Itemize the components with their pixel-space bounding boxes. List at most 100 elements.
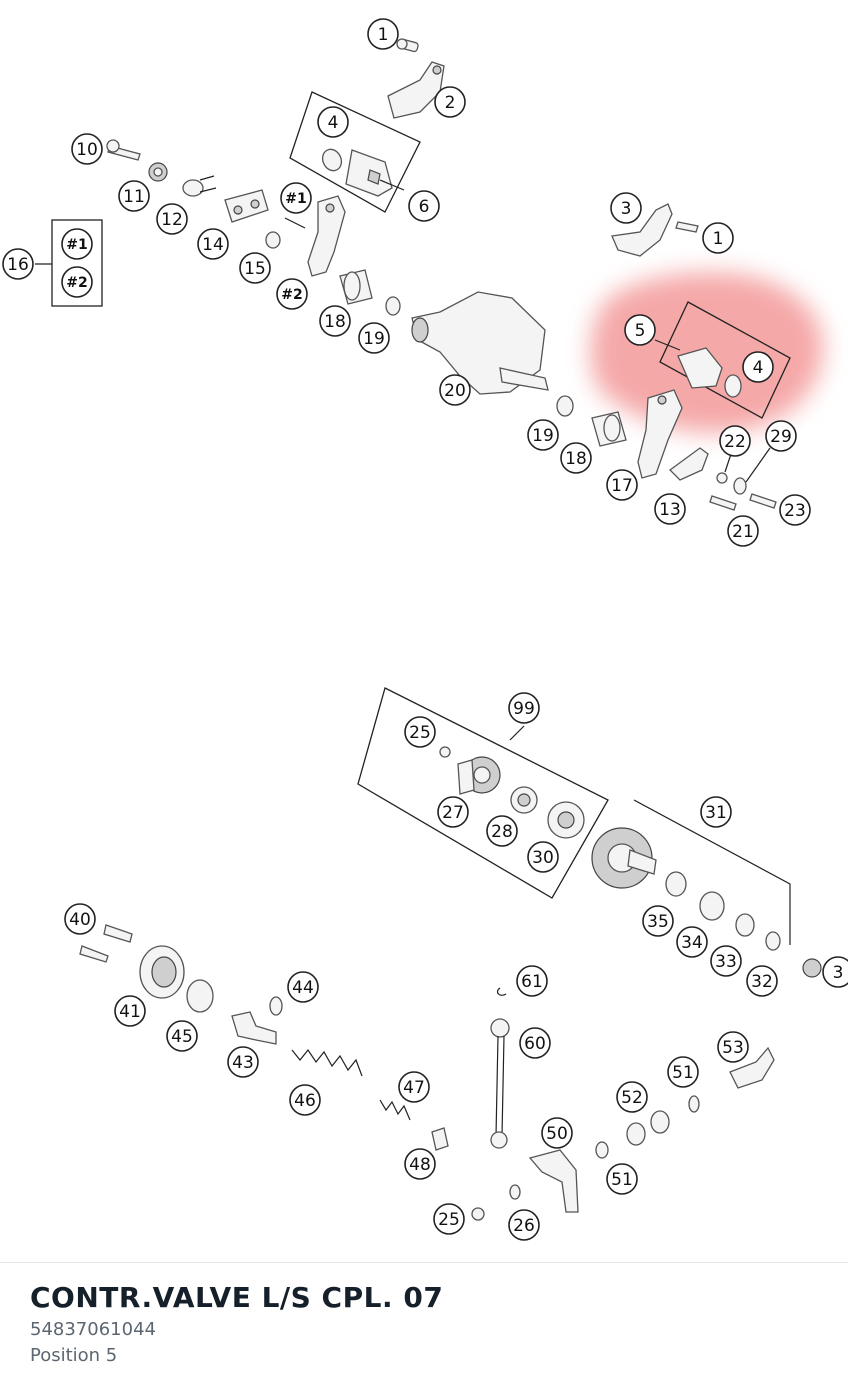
part-number: 54837061044 [30,1319,156,1340]
callout-label: 20 [444,381,466,401]
callout-18: 18 [319,305,351,337]
callout-50: 50 [541,1117,573,1149]
callout-51: 51 [606,1163,638,1195]
callout-6: 6 [408,190,440,222]
callout-label: 52 [621,1088,643,1108]
lower-assembly-parts [79,687,822,1221]
callout-31: 31 [700,796,732,828]
callout-label: 23 [784,501,806,521]
callout-h1: #1 [61,228,93,260]
callout-19: 19 [358,322,390,354]
callout-35: 35 [642,905,674,937]
callout-h2: #2 [61,266,93,298]
callout-17: 17 [606,469,638,501]
callout-45: 45 [166,1020,198,1052]
callout-12: 12 [156,203,188,235]
callout-label: 25 [438,1210,460,1230]
upper-leader-lines [35,179,771,483]
callout-label: 6 [419,197,430,217]
callout-label: 17 [611,476,633,496]
callout-label: 25 [409,723,431,743]
callout-60: 60 [519,1027,551,1059]
callout-markers: 124610111214#115#216#1#21819203154191817… [2,18,848,1241]
callout-30: 30 [527,841,559,873]
callout-label: 22 [724,432,746,452]
callout-label: 26 [513,1216,535,1236]
callout-label: 5 [635,321,646,341]
callout-label: 60 [524,1034,546,1054]
callout-3: 3 [822,956,848,988]
callout-4: 4 [742,351,774,383]
callout-label: 14 [202,235,224,255]
callout-46: 46 [289,1084,321,1116]
callout-h2: #2 [276,278,308,310]
callout-label: 30 [532,848,554,868]
callout-26: 26 [508,1209,540,1241]
callout-label: 53 [722,1038,744,1058]
callout-label: 11 [123,187,145,207]
callout-label: 21 [732,522,754,542]
callout-33: 33 [710,945,742,977]
callout-label: 3 [833,963,844,983]
callout-53: 53 [717,1031,749,1063]
callout-18: 18 [560,442,592,474]
callout-label: 19 [532,426,554,446]
callout-label: 2 [445,93,456,113]
callout-28: 28 [486,815,518,847]
callout-34: 34 [676,926,708,958]
callout-label: #2 [281,287,302,303]
callout-label: 50 [546,1124,568,1144]
exploded-parts-diagram: 124610111214#115#216#1#21819203154191817… [2,18,848,1241]
callout-label: 44 [292,978,314,998]
callout-label: 47 [403,1078,425,1098]
callout-label: 12 [161,210,183,230]
callout-label: 35 [647,912,669,932]
callout-label: 4 [753,358,764,378]
callout-label: 31 [705,803,727,823]
callout-15: 15 [239,252,271,284]
callout-52: 52 [616,1081,648,1113]
callout-label: 33 [715,952,737,972]
callout-label: 18 [565,449,587,469]
callout-label: 40 [69,910,91,930]
callout-label: 1 [713,229,724,249]
callout-label: 18 [324,312,346,332]
callout-label: 46 [294,1091,316,1111]
callout-label: 15 [244,259,266,279]
callout-27: 27 [437,796,469,828]
callout-43: 43 [227,1046,259,1078]
callout-41: 41 [114,995,146,1027]
callout-29: 29 [765,420,797,452]
callout-2: 2 [434,86,466,118]
callout-40: 40 [64,903,96,935]
callout-51: 51 [667,1056,699,1088]
callout-label: #1 [285,191,306,207]
callout-22: 22 [719,425,751,457]
callout-label: 4 [328,113,339,133]
callout-10: 10 [71,133,103,165]
callout-label: 99 [513,699,535,719]
callout-label: 19 [363,329,385,349]
callout-label: 51 [672,1063,694,1083]
callout-label: 43 [232,1053,254,1073]
callout-label: 1 [378,25,389,45]
callout-4: 4 [317,106,349,138]
callout-label: 32 [751,972,773,992]
callout-h1: #1 [280,182,312,214]
part-position: Position 5 [30,1345,118,1366]
callout-25: 25 [433,1203,465,1235]
upper-assembly-parts [51,38,791,511]
part-title: CONTR.VALVE L/S CPL. 07 [30,1281,444,1314]
part-info-panel: CONTR.VALVE L/S CPL. 07 54837061044 Posi… [0,1262,848,1391]
callout-11: 11 [118,180,150,212]
callout-label: 16 [7,255,29,275]
callout-label: 61 [521,972,543,992]
callout-label: 27 [442,803,464,823]
callout-61: 61 [516,965,548,997]
callout-label: 51 [611,1170,633,1190]
callout-label: 28 [491,822,513,842]
callout-1: 1 [702,222,734,254]
callout-label: 41 [119,1002,141,1022]
callout-25: 25 [404,716,436,748]
callout-5: 5 [624,314,656,346]
